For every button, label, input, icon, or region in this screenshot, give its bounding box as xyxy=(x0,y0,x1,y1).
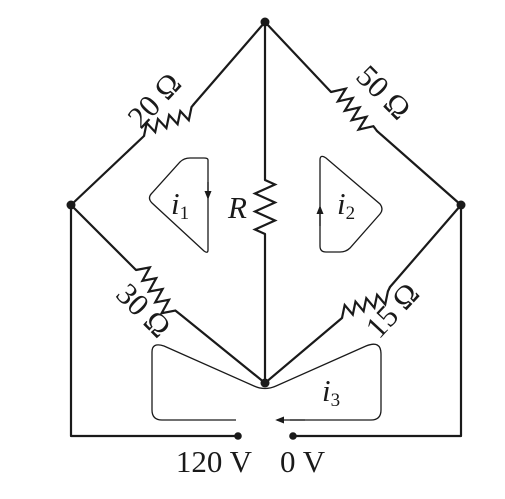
node-top xyxy=(260,17,270,27)
loop-i2 xyxy=(319,155,383,253)
supply-leads xyxy=(69,203,463,438)
label-15-ohm: 15 Ω xyxy=(358,276,426,345)
left-lead xyxy=(69,203,240,438)
terminal-120v-dot xyxy=(234,432,242,440)
label-i2: i2 xyxy=(337,186,355,224)
resistor-30-ohm xyxy=(135,265,182,316)
label-r: R xyxy=(227,190,247,225)
right-lead xyxy=(291,203,463,438)
label-50-ohm: 50 Ω xyxy=(350,58,418,126)
label-i1: i1 xyxy=(171,186,189,224)
label-i3: i3 xyxy=(322,373,340,411)
loop-i1 xyxy=(148,157,209,253)
branch-bottom-right xyxy=(263,203,463,385)
label-120v: 120 V xyxy=(176,444,253,479)
resistor-r xyxy=(252,178,278,236)
label-0v: 0 V xyxy=(280,444,326,479)
branch-top-right xyxy=(263,20,463,207)
resistor-20-ohm xyxy=(142,103,195,137)
loop-i3 xyxy=(151,343,382,421)
branch-middle xyxy=(252,20,278,385)
branch-top-left xyxy=(69,20,267,207)
label-30-ohm: 30 Ω xyxy=(110,276,178,344)
terminal-0v-dot xyxy=(289,432,297,440)
node-bottom xyxy=(260,378,270,388)
node-left xyxy=(66,200,76,210)
branch-bottom-left xyxy=(69,203,267,385)
resistor-50-ohm xyxy=(330,86,378,132)
node-right xyxy=(456,200,466,210)
resistor-15-ohm xyxy=(340,286,391,319)
